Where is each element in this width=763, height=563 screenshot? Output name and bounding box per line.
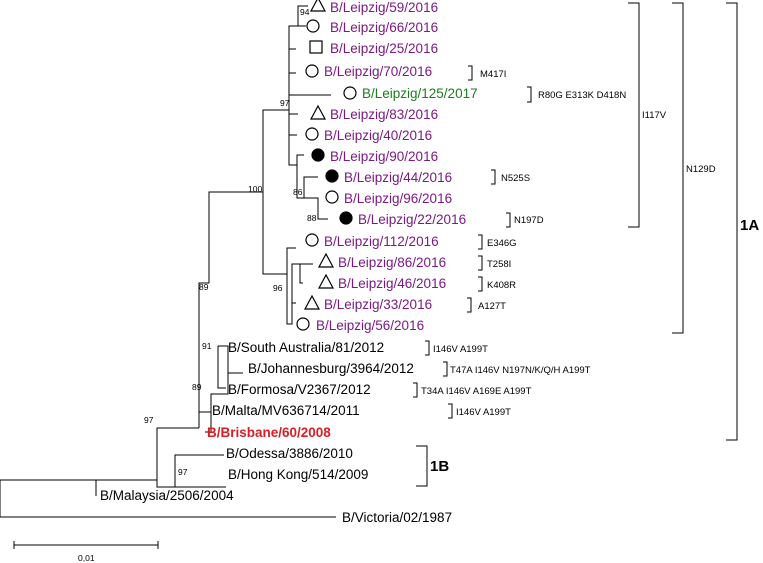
tree-branch — [156, 427, 199, 480]
leaf-label: B/Leipzig/59/2016 — [330, 0, 438, 15]
tree-branch — [221, 372, 243, 395]
bootstrap-value: 96 — [273, 283, 283, 293]
leaf-label: B/Leipzig/25/2016 — [330, 41, 438, 56]
mutation-label: N525S — [501, 173, 530, 184]
i117v-bracket — [628, 2, 640, 228]
mutation-label: R80G E313K D418N — [538, 90, 626, 101]
bootstrap-value: 100 — [248, 184, 262, 194]
clade-1b-bracket — [416, 445, 428, 487]
open-triangle-icon — [303, 294, 321, 310]
bootstrap-value: 89 — [192, 382, 202, 392]
open-triangle-icon — [317, 252, 335, 268]
tree-branch — [291, 263, 303, 303]
leaf-label: B/Leipzig/86/2016 — [338, 255, 446, 270]
clade-1a-label: 1A — [740, 217, 759, 234]
tree-branch — [198, 282, 209, 428]
tree-branch — [288, 94, 331, 110]
mutation-label: E346G — [487, 238, 517, 249]
leaf-label: B/Leipzig/33/2016 — [324, 297, 432, 312]
clade-1b-label: 1B — [430, 458, 449, 475]
leaf-label: B/Johannesburg/3964/2012 — [248, 361, 414, 376]
leaf-label: B/Leipzig/40/2016 — [324, 128, 432, 143]
bootstrap-value: 88 — [307, 213, 317, 223]
tree-branch — [288, 5, 308, 110]
mutation-label: M417I — [480, 69, 506, 80]
tree-branch — [217, 346, 226, 389]
leaf-label: B/Leipzig/66/2016 — [330, 20, 438, 35]
leaf-label: B/Leipzig/83/2016 — [330, 107, 438, 122]
tree-branch — [156, 454, 226, 488]
leaf-markers — [296, 0, 357, 331]
mutation-label: K408R — [487, 280, 516, 291]
open-circle-icon — [305, 127, 319, 141]
open-triangle-icon — [309, 0, 327, 12]
leaf-label: B/Victoria/02/1987 — [342, 510, 452, 525]
open-square-icon — [309, 40, 323, 54]
tree-branch — [0, 479, 97, 517]
tree-branch — [288, 110, 304, 166]
tree-branch — [288, 48, 296, 110]
tree-branch — [286, 247, 296, 274]
tree-branch — [286, 274, 296, 325]
scale-bar: 0,01 — [13, 541, 159, 563]
mutation-label: T34A I146V A169E A199T — [421, 386, 532, 397]
leaf-label: B/Malaysia/2506/2004 — [100, 488, 234, 503]
tree-branch — [262, 109, 289, 192]
tree-branch — [288, 110, 298, 115]
mutation-labels: M417I R80G E313K D418N N525S N197D E346G… — [421, 69, 626, 418]
mutation-label: I146V A199T — [456, 407, 511, 418]
bootstrap-value: 89 — [199, 282, 209, 292]
open-circle-icon — [343, 86, 357, 100]
leaf-label: B/Malta/MV636714/2011 — [212, 403, 360, 418]
mutation-brackets — [413, 65, 532, 419]
bootstrap-value: 86 — [293, 187, 303, 197]
n129d-bracket — [672, 2, 684, 334]
mutation-label: T47A I146V N197N/K/Q/H A199T — [450, 365, 591, 376]
leaf-label: B/Hong Kong/514/2009 — [228, 467, 368, 482]
leaf-label: B/Leipzig/90/2016 — [330, 149, 438, 164]
tree-branches — [0, 5, 336, 518]
mutation-label: T258I — [487, 259, 511, 270]
tree-branch — [208, 191, 287, 283]
leaf-label: B/Leipzig/46/2016 — [338, 276, 446, 291]
open-circle-icon — [296, 317, 310, 331]
filled-circle-icon — [311, 148, 325, 162]
open-circle-icon — [305, 64, 319, 78]
mutation-label: I146V A199T — [433, 344, 488, 355]
leaf-labels: B/Leipzig/59/2016 B/Leipzig/66/2016 B/Le… — [100, 0, 478, 525]
leaf-label: B/Formosa/V2367/2012 — [228, 382, 371, 397]
open-circle-icon — [305, 233, 319, 247]
leaf-label: B/Leipzig/56/2016 — [316, 318, 424, 333]
leaf-label: B/Leipzig/125/2017 — [362, 86, 478, 101]
open-circle-icon — [306, 19, 320, 33]
tree-branch — [304, 197, 328, 220]
bootstrap-value: 91 — [202, 341, 212, 351]
open-triangle-icon — [317, 273, 335, 289]
filled-circle-icon — [339, 211, 353, 225]
bootstrap-value: 94 — [300, 7, 310, 17]
scale-bar-label: 0,01 — [78, 553, 95, 563]
leaf-label: B/Leipzig/112/2016 — [324, 234, 439, 249]
bootstrap-value: 97 — [178, 467, 188, 477]
leaf-label: B/Leipzig/70/2016 — [324, 64, 432, 79]
mutation-label: A127T — [478, 301, 506, 312]
mutation-label: N197D — [514, 215, 544, 226]
leaf-label: B/Odessa/3886/2010 — [226, 446, 353, 461]
bootstrap-value: 97 — [280, 98, 290, 108]
tree-branch — [288, 72, 296, 110]
filled-circle-icon — [325, 169, 339, 183]
open-triangle-icon — [309, 104, 327, 120]
leaf-label: B/Brisbane/60/2008 — [207, 425, 331, 440]
open-circle-icon — [325, 190, 339, 204]
i117v-label: I117V — [642, 110, 667, 121]
n129d-label: N129D — [686, 164, 716, 175]
bootstrap-value: 97 — [144, 415, 154, 425]
leaf-label: B/South Australia/81/2012 — [228, 340, 384, 355]
clade-1a-bracket — [726, 2, 738, 441]
bootstrap-values: 94 97 100 86 88 96 89 91 89 97 97 — [144, 7, 317, 477]
leaf-label: B/Leipzig/22/2016 — [358, 212, 466, 227]
leaf-label: B/Leipzig/44/2016 — [344, 170, 452, 185]
leaf-label: B/Leipzig/96/2016 — [344, 191, 452, 206]
